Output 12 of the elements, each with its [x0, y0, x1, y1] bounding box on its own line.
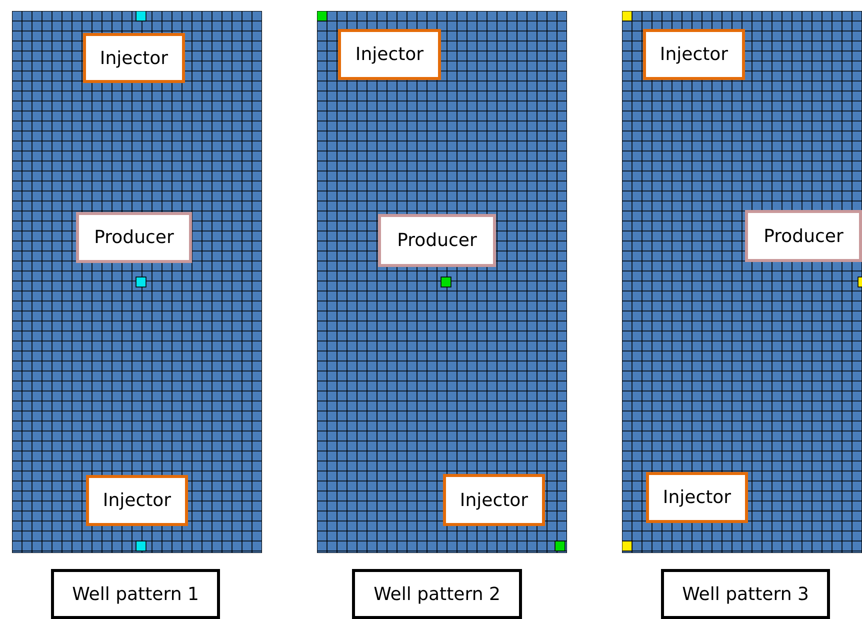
injector-label: Injector	[86, 475, 188, 526]
pattern-caption: Well pattern 1	[51, 569, 220, 619]
injector-label: Injector	[646, 472, 748, 523]
producer-label: Producer	[76, 212, 192, 263]
injector-label: Injector	[338, 29, 441, 80]
producer-label: Producer	[378, 214, 496, 267]
injector-label: Injector	[83, 33, 185, 83]
pattern-caption: Well pattern 3	[661, 569, 830, 619]
pattern-caption: Well pattern 2	[352, 569, 522, 619]
injector-label: Injector	[443, 474, 545, 526]
producer-label: Producer	[745, 210, 862, 262]
injector-label: Injector	[643, 29, 745, 80]
